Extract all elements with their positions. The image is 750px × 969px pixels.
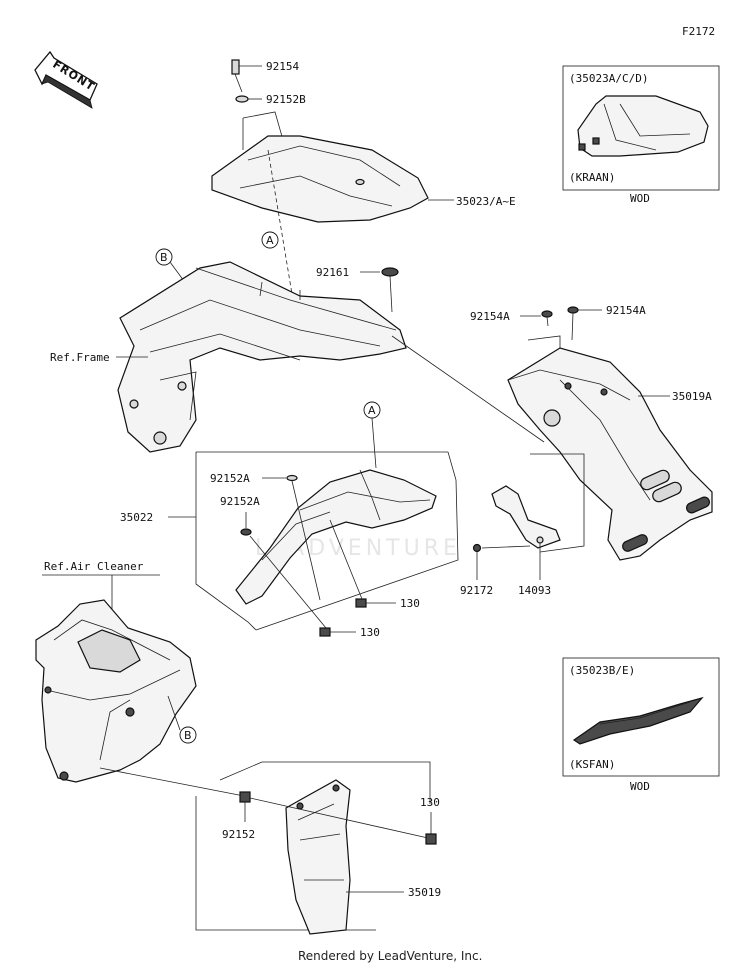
inset-kraan-caption: WOD	[630, 192, 650, 205]
label-130-c: 130	[420, 796, 440, 809]
callout-b-top: B	[155, 248, 173, 266]
svg-text:B: B	[184, 729, 192, 742]
inset-ksfan-sub: (KSFAN)	[569, 758, 615, 771]
inset-ksfan-caption: WOD	[630, 780, 650, 793]
clip-92152A-lower	[240, 528, 252, 536]
front-arrow-icon: FRONT	[34, 50, 98, 109]
label-92152: 92152	[222, 828, 255, 841]
washer-92152B	[235, 95, 249, 103]
label-130-b: 130	[360, 626, 380, 639]
callout-a-top: A	[261, 231, 279, 249]
footer-credit: Rendered by LeadVenture, Inc.	[298, 949, 482, 963]
nut-92172	[472, 543, 482, 553]
inset-ksfan-title: (35023B/E)	[569, 664, 635, 677]
frame-reference	[117, 261, 407, 453]
label-92152A-upper: 92152A	[210, 472, 250, 485]
bracket-14093	[491, 485, 561, 549]
callout-b-bottom: B	[179, 726, 197, 744]
label-35022: 35022	[120, 511, 153, 524]
cover-35019	[285, 779, 351, 935]
license-bracket-35019A	[507, 347, 713, 561]
label-14093: 14093	[518, 584, 551, 597]
clip-92152A-upper	[286, 474, 298, 482]
label-92152A-lower: 92152A	[220, 495, 260, 508]
label-92154A-right: 92154A	[606, 304, 646, 317]
bolt-130-a	[355, 598, 367, 608]
inset-ksfan: (35023B/E) (KSFAN)	[562, 657, 720, 777]
label-130-a: 130	[400, 597, 420, 610]
callout-a-mid: A	[363, 401, 381, 419]
inner-fender-35022	[235, 469, 437, 605]
rear-fender-35023	[211, 135, 429, 223]
label-92152B: 92152B	[266, 93, 306, 106]
bolt-130-b	[319, 627, 331, 637]
figure-code: F2172	[682, 25, 715, 38]
inset-kraan-title: (35023A/C/D)	[569, 72, 648, 85]
bolt-130-c	[425, 833, 437, 845]
label-ref-air-cleaner: Ref.Air Cleaner	[44, 560, 144, 573]
inset-kraan-sub: (KRAAN)	[569, 171, 615, 184]
label-92161: 92161	[316, 266, 349, 279]
label-35019: 35019	[408, 886, 441, 899]
bolt-92154A-left	[541, 310, 553, 327]
bolt-92154	[231, 59, 243, 93]
label-ref-frame: Ref.Frame	[50, 351, 110, 364]
label-35019A: 35019A	[672, 390, 712, 403]
air-cleaner-reference	[35, 599, 197, 783]
label-92172: 92172	[460, 584, 493, 597]
label-92154: 92154	[266, 60, 299, 73]
svg-text:B: B	[160, 251, 168, 264]
svg-text:A: A	[266, 234, 274, 247]
svg-text:A: A	[368, 404, 376, 417]
grommet-92161	[381, 267, 399, 277]
nut-92152	[239, 791, 251, 803]
inset-kraan: (35023A/C/D) (KRAAN)	[562, 65, 720, 191]
bolt-92154A-right	[567, 306, 579, 341]
label-92154A-left: 92154A	[470, 310, 510, 323]
label-35023: 35023/A~E	[456, 195, 516, 208]
